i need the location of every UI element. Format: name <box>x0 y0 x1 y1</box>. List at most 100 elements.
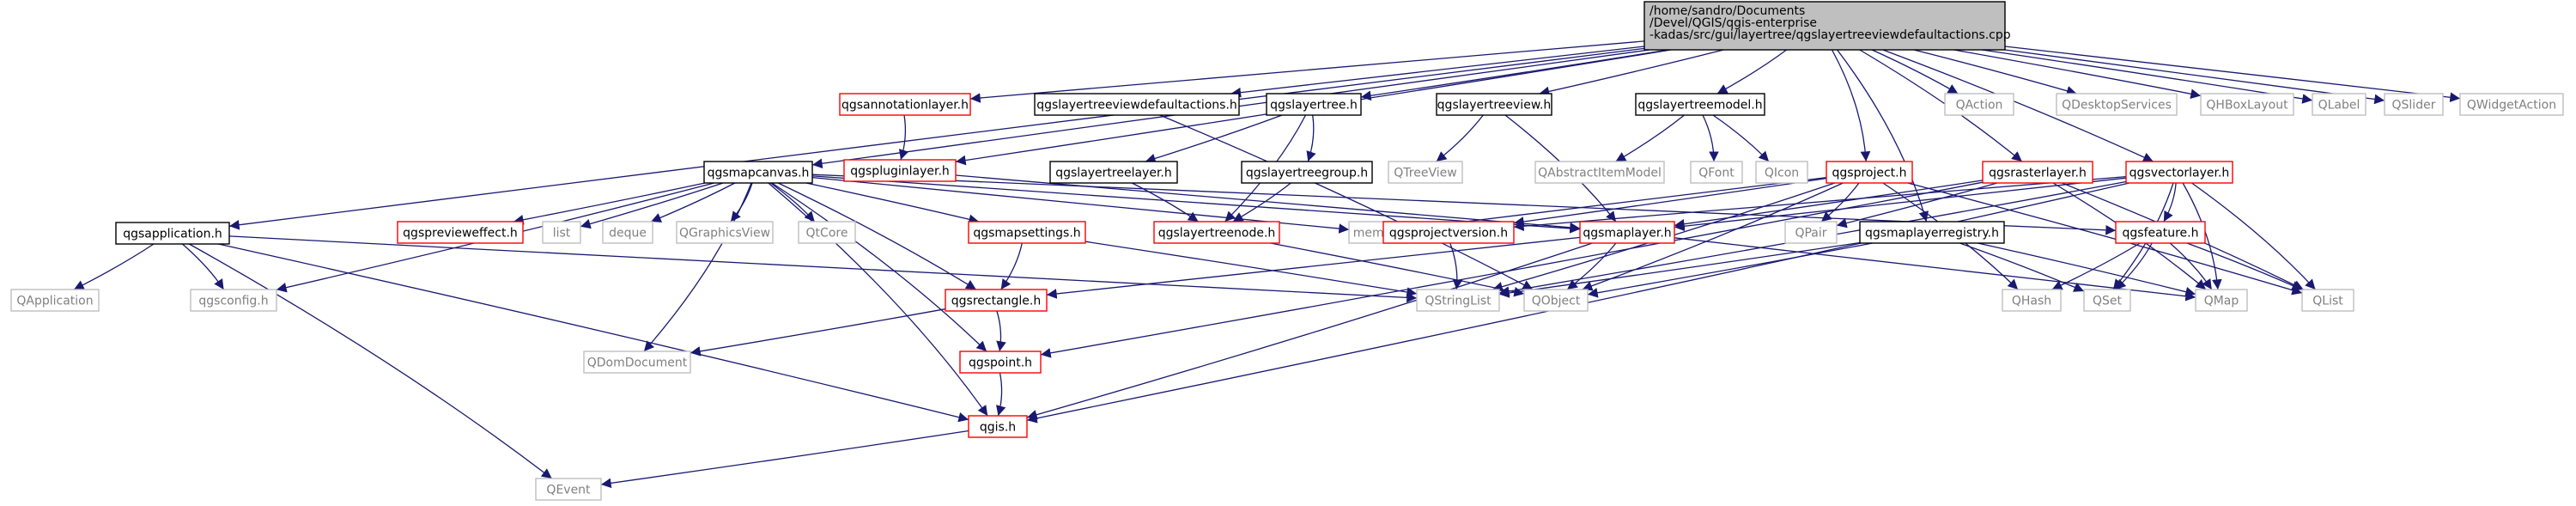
edge-qgsvectorlayer-to-qgsmaplayer <box>1674 177 2127 232</box>
edge-qgsrasterlayer-to-qgspoint <box>1040 181 1984 358</box>
node-label-qgsvectorlayer: qgsvectorlayer.h <box>2129 167 2230 180</box>
node-qgslayertreenode[interactable]: qgslayertreenode.h <box>1153 221 1280 244</box>
edge-qgslayertreemodel-to-QIcon <box>1712 114 1770 162</box>
node-box-QLabel <box>2312 93 2366 116</box>
node-QSet: QSet <box>2083 289 2131 312</box>
node-qgsmapcanvas[interactable]: qgsmapcanvas.h <box>703 161 813 184</box>
node-label-qgslayertreenode: qgslayertreenode.h <box>1158 227 1276 241</box>
node-qgslayertreemodel[interactable]: qgslayertreemodel.h <box>1635 93 1765 116</box>
node-box-qgslayertree <box>1266 93 1362 116</box>
node-qgslayertreegroup[interactable]: qgslayertreegroup.h <box>1241 161 1373 184</box>
node-box-QHBoxLayout <box>2200 93 2294 116</box>
node-box-QList <box>2301 289 2354 312</box>
node-QDomDocument: QDomDocument <box>583 351 691 374</box>
edge-root-to-qgslayertreeview <box>1539 49 1724 97</box>
edge-qgslayertreegroup-to-qgslayertreenode <box>1232 182 1291 223</box>
node-qgslayertreeview[interactable]: qgslayertreeview.h <box>1436 93 1552 116</box>
node-qgsrectangle[interactable]: qgsrectangle.h <box>945 289 1048 312</box>
node-label-qgsrasterlayer: qgsrasterlayer.h <box>1989 167 2087 180</box>
node-box-qgsmapsettings <box>968 221 1086 244</box>
node-qgsmapsettings[interactable]: qgsmapsettings.h <box>968 221 1086 244</box>
node-box-QApplication <box>10 289 100 312</box>
edge-qgsvectorlayer-to-qgis <box>1026 182 2130 424</box>
node-qgsapplication[interactable]: qgsapplication.h <box>115 222 230 245</box>
node-label-QDomDocument: QDomDocument <box>587 357 688 370</box>
node-box-QMap <box>2195 289 2248 312</box>
edge-qgsvectorlayer-to-qgsprojectversion <box>1513 175 2127 232</box>
edge-qgsmapcanvas-to-qgsmapsettings <box>805 182 980 225</box>
node-qgspoint[interactable]: qgspoint.h <box>959 351 1042 374</box>
node-box-QWidgetAction <box>2459 93 2564 116</box>
node-qgspluginlayer[interactable]: qgspluginlayer.h <box>843 159 957 182</box>
node-QIcon: QIcon <box>1755 161 1808 184</box>
node-qgsvectorlayer[interactable]: qgsvectorlayer.h <box>2125 161 2233 184</box>
node-QWidgetAction: QWidgetAction <box>2459 93 2564 116</box>
node-label-QLabel: QLabel <box>2318 99 2360 113</box>
node-label-QHBoxLayout: QHBoxLayout <box>2206 99 2288 113</box>
node-QHBoxLayout: QHBoxLayout <box>2200 93 2294 116</box>
edge-qgsprojectversion-to-QStringList <box>1449 242 1463 290</box>
node-qgsprojectversion[interactable]: qgsprojectversion.h <box>1382 221 1515 244</box>
node-QStringList: QStringList <box>1416 289 1500 312</box>
edge-qgsmaplayerregistry-to-QMap <box>1978 242 2196 297</box>
node-qgslayertreeviewdefaultactions[interactable]: qgslayertreeviewdefaultactions.h <box>1034 93 1240 116</box>
node-label-QAction: QAction <box>1956 99 2003 113</box>
node-qgsmaplayer[interactable]: qgsmaplayer.h <box>1579 221 1675 244</box>
edge-qgsmapcanvas-to-qgspoint <box>771 182 987 352</box>
edge-qgsapplication-to-qgsconfig <box>181 243 225 290</box>
node-label-qgsannotationlayer: qgsannotationlayer.h <box>841 99 969 113</box>
edge-qgsmaplayerregistry-to-QStringList <box>1498 241 1861 298</box>
node-label-QList: QList <box>2312 295 2343 308</box>
edge-root-to-qgsapplication <box>228 47 1645 230</box>
node-qgsrasterlayer[interactable]: qgsrasterlayer.h <box>1982 161 2093 184</box>
node-label-qgsfeature: qgsfeature.h <box>2123 227 2199 241</box>
node-label-qgslayertreegroup: qgslayertreegroup.h <box>1246 167 1368 180</box>
edge-qgsapplication-to-QApplication <box>73 243 155 290</box>
edge-qgsproject-to-QObject <box>1582 182 1844 291</box>
node-QMap: QMap <box>2195 289 2248 312</box>
node-box-qgsconfig <box>190 289 277 312</box>
node-root[interactable]: /home/sandro/Documents/Devel/QGIS/qgis-e… <box>1643 1 2011 51</box>
node-qgsannotationlayer[interactable]: qgsannotationlayer.h <box>839 93 971 116</box>
edge-root-to-QSlider <box>2004 49 2385 105</box>
edge-root-to-QWidgetAction <box>2004 46 2461 103</box>
edge-root-to-qgsannotationlayer <box>969 40 1645 103</box>
node-box-QDesktopServices <box>2056 93 2178 116</box>
edge-qgslayertree-to-qgslayertreelayer <box>1145 114 1283 164</box>
edge-qgsmaplayer-to-qgsrectangle <box>1046 236 1581 299</box>
node-qgis[interactable]: qgis.h <box>968 415 1028 438</box>
node-box-list <box>542 221 581 244</box>
node-label-qgsconfig: qgsconfig.h <box>198 295 268 308</box>
node-qgspreviewеffect[interactable]: qgspreviewеffect.h <box>397 221 524 244</box>
node-QAction: QAction <box>1944 93 2014 116</box>
node-qgsmaplayerregistry[interactable]: qgsmaplayerregistry.h <box>1859 221 2005 244</box>
edge-root-to-qgsvectorlayer <box>1882 49 2154 162</box>
node-box-QTreeView <box>1388 161 1463 184</box>
node-label-qgsmaplayerregistry: qgsmaplayerregistry.h <box>1865 227 1999 241</box>
node-box-qgsprojectversion <box>1382 221 1515 244</box>
node-box-qgsrasterlayer <box>1982 161 2093 184</box>
node-label-QtCore: QtCore <box>806 227 848 241</box>
node-QEvent: QEvent <box>535 478 602 501</box>
node-qgsproject[interactable]: qgsproject.h <box>1826 161 1913 184</box>
node-label-qgsapplication: qgsapplication.h <box>123 228 222 241</box>
edge-qgsfeature-to-QMap <box>2169 242 2213 290</box>
node-label-qgsmapsettings: qgsmapsettings.h <box>973 227 1080 241</box>
node-deque: deque <box>602 221 653 244</box>
node-qgsfeature[interactable]: qgsfeature.h <box>2115 221 2206 244</box>
node-box-qgspluginlayer <box>843 159 957 182</box>
edge-root-to-QAction <box>1871 49 1959 94</box>
node-list: list <box>542 221 581 244</box>
node-label-qgsmapcanvas: qgsmapcanvas.h <box>708 167 810 180</box>
node-qgslayertreelayer[interactable]: qgslayertreelayer.h <box>1049 161 1178 184</box>
node-qgslayertree[interactable]: qgslayertree.h <box>1266 93 1362 116</box>
edge-qgsmapcanvas-to-qgis <box>768 182 988 417</box>
node-layer: /home/sandro/Documents/Devel/QGIS/qgis-e… <box>10 1 2564 501</box>
node-label-root: -kadas/src/gui/layertree/qgslayertreevie… <box>1649 28 2011 42</box>
node-label-QGraphicsView: QGraphicsView <box>679 227 770 241</box>
edge-root-to-QHBoxLayout <box>1953 49 2202 100</box>
node-label-QHash: QHash <box>2012 295 2051 308</box>
node-label-qgsmaplayer: qgsmaplayer.h <box>1583 227 1671 241</box>
node-QObject: QObject <box>1523 289 1589 312</box>
